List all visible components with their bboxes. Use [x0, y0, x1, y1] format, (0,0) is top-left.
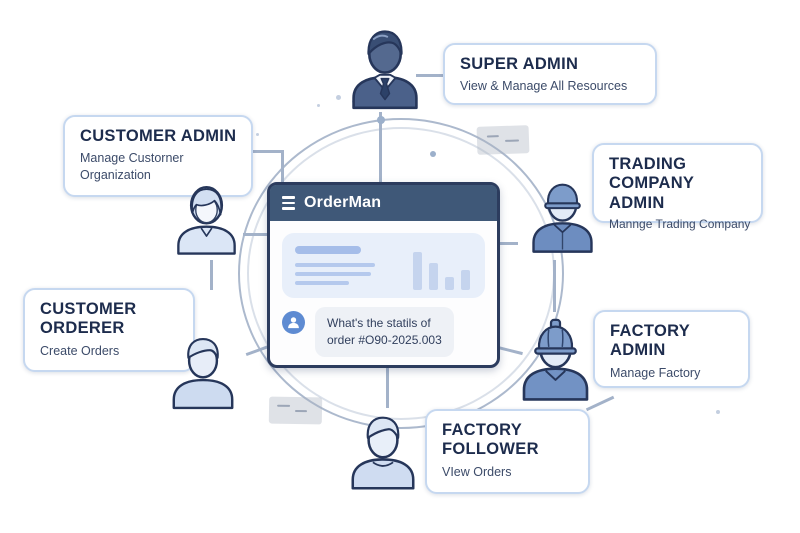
role-card-factory-admin: FACTORY ADMIN Manage Factory — [593, 310, 750, 388]
role-description: VIew Orders — [442, 464, 512, 479]
chat-message-bubble: What's the statils of order #O90-2025.00… — [315, 307, 454, 357]
connector-line — [553, 260, 556, 312]
noise-speck — [256, 133, 259, 136]
connector-node — [430, 151, 436, 157]
role-title: FACTORY ADMIN — [610, 322, 690, 360]
connector-line — [253, 150, 283, 153]
super-admin-avatar — [352, 30, 418, 110]
role-title: FACTORY FOLLOWER — [442, 421, 539, 459]
artifact-smudge — [268, 396, 323, 425]
factory-follower-avatar — [351, 416, 415, 490]
artifact-smudge — [476, 125, 530, 155]
connector-line — [210, 260, 213, 290]
connector-line — [243, 233, 269, 236]
orbit-circle — [238, 118, 564, 429]
role-title: CUSTOMER ADMIN — [80, 127, 237, 145]
role-card-customer-orderer: CUSTOMER ORDERER Create Orders — [23, 288, 195, 372]
trading-company-admin-avatar — [532, 183, 593, 253]
role-description: Create Orders — [40, 343, 120, 358]
connector-node — [377, 116, 385, 124]
stats-card — [282, 233, 485, 298]
role-title: CUSTOMER ORDERER — [40, 300, 137, 338]
placeholder-title-bar — [295, 246, 361, 254]
placeholder-text-line — [295, 281, 349, 285]
user-icon — [282, 311, 305, 334]
role-description: Manage Factory — [610, 365, 701, 380]
mini-bar-chart — [413, 246, 470, 290]
chat-message-line: order #O90-2025.003 — [327, 332, 442, 347]
role-description: View & Manage All Resources — [460, 79, 628, 94]
bar — [461, 270, 470, 290]
customer-admin-avatar — [177, 186, 236, 255]
role-description: Manage Custorner Organization — [80, 151, 184, 182]
bar — [445, 277, 454, 290]
connector-line — [281, 150, 284, 184]
connector-line — [379, 112, 382, 182]
placeholder-text-line — [295, 272, 371, 276]
app-window-title: OrderMan — [304, 194, 382, 211]
role-title: SUPER ADMIN — [460, 55, 579, 73]
connector-line — [498, 242, 518, 245]
noise-speck — [317, 104, 320, 107]
noise-speck — [716, 410, 720, 414]
connector-line — [386, 368, 389, 408]
role-title: TRADING COMPANY ADMIN — [609, 155, 694, 212]
chat-row: What's the statils of order #O90-2025.00… — [282, 307, 454, 357]
role-card-trading-company-admin: TRADING COMPANY ADMIN Mannge Trading Com… — [592, 143, 763, 231]
bar — [429, 263, 438, 290]
connector-line — [416, 74, 446, 77]
role-card-factory-follower: FACTORY FOLLOWER VIew Orders — [425, 409, 590, 494]
noise-speck — [336, 95, 341, 100]
bar — [413, 252, 422, 290]
factory-admin-avatar — [522, 318, 589, 401]
role-card-super-admin: SUPER ADMIN View & Manage All Resources — [443, 43, 657, 105]
app-window-header: OrderMan — [270, 185, 497, 221]
role-card-customer-admin: CUSTOMER ADMIN Manage Custorner Organiza… — [63, 115, 253, 197]
hamburger-icon — [282, 195, 295, 211]
chat-message-line: What's the statils of — [327, 316, 431, 330]
placeholder-text-line — [295, 263, 375, 267]
customer-orderer-avatar — [172, 338, 234, 410]
role-description: Mannge Trading Company — [609, 217, 751, 232]
app-window: OrderMan What's the statils of order #O9… — [267, 182, 500, 368]
